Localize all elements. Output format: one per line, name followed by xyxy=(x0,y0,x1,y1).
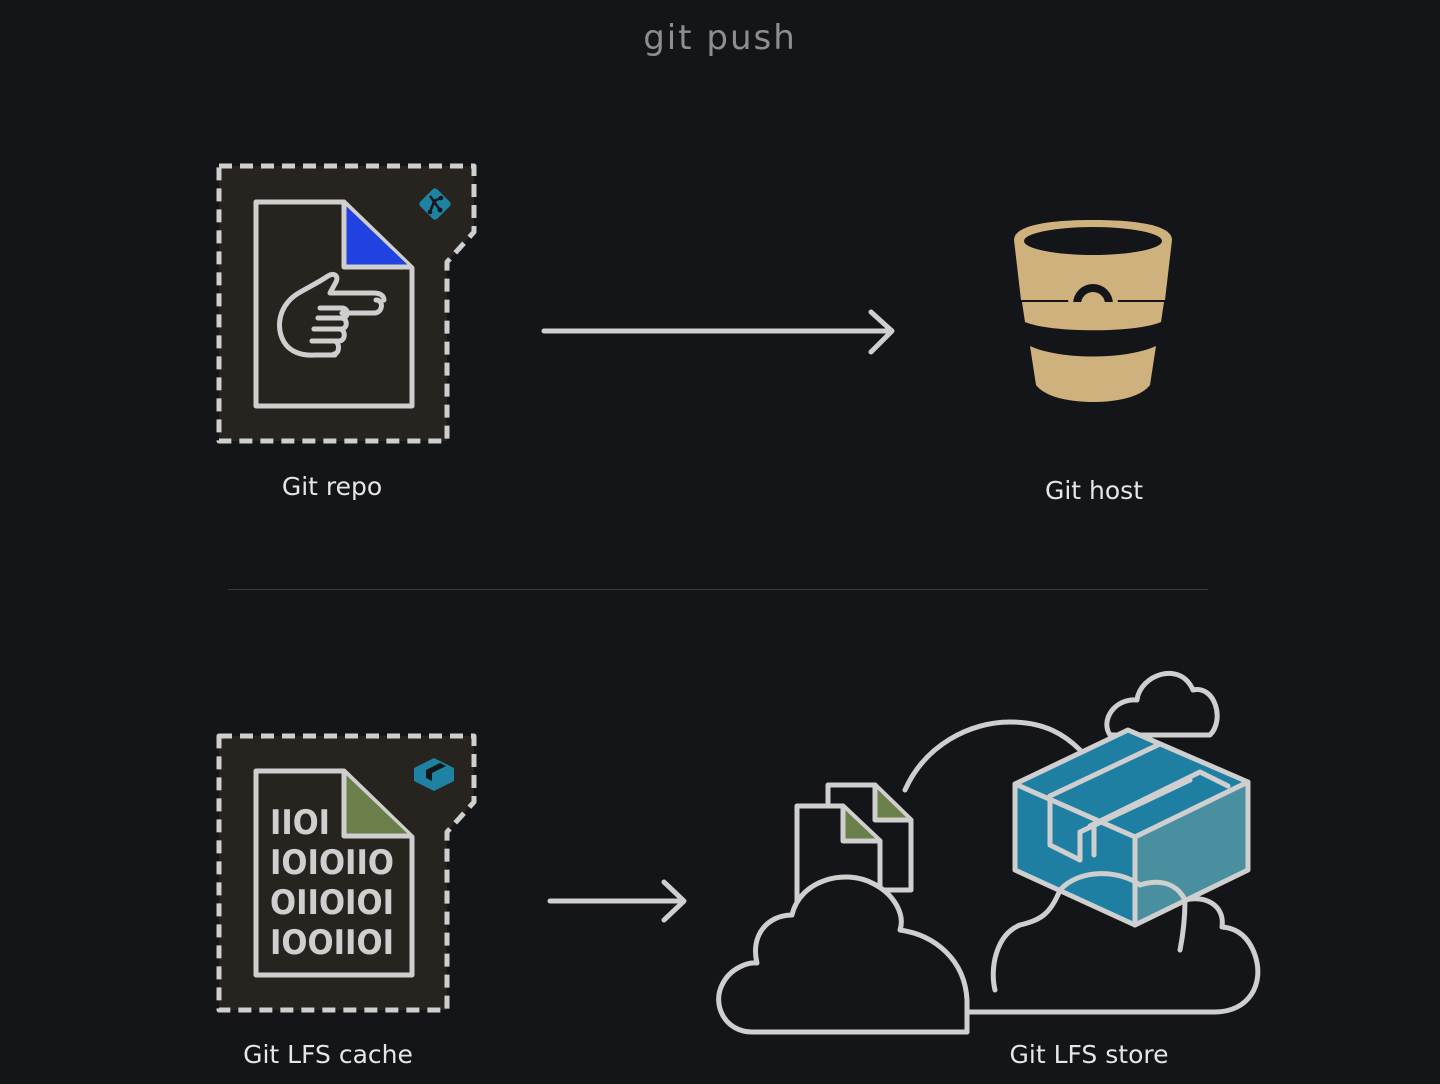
binary-line-2: IOIOIIO xyxy=(270,843,394,883)
binary-line-4: IOOIIOI xyxy=(270,923,394,963)
git-host-bucket-icon xyxy=(1014,220,1172,402)
git-lfs-store-icon xyxy=(716,670,1261,1035)
git-lfs-cache-label: Git LFS cache xyxy=(243,1040,413,1069)
git-repo-label: Git repo xyxy=(281,472,383,501)
git-logo-icon xyxy=(419,188,451,220)
push-arrow-top xyxy=(541,309,895,355)
diagram-title: git push xyxy=(643,18,797,58)
pointing-hand-icon xyxy=(277,271,387,358)
git-host-label: Git host xyxy=(1044,476,1144,505)
git-lfs-store-label: Git LFS store xyxy=(1009,1040,1169,1069)
git-lfs-cache-icon xyxy=(216,733,477,1013)
section-divider xyxy=(228,589,1208,590)
binary-line-1: IIOI xyxy=(270,803,330,843)
git-corner-fold xyxy=(344,204,410,267)
small-cloud-icon xyxy=(1104,670,1220,738)
push-arrow-bottom xyxy=(547,879,687,923)
git-repo-icon xyxy=(216,163,477,444)
lfs-badge-icon xyxy=(414,758,454,791)
big-cloud-icon xyxy=(902,719,1083,793)
documents-icon xyxy=(794,782,914,913)
lfs-corner-fold xyxy=(344,773,410,836)
lfs-box-icon xyxy=(1012,727,1251,928)
binary-line-3: OIIOIOI xyxy=(270,883,394,923)
binary-text: IIOI IOIOIIO OIIOIOI IOOIIOI xyxy=(270,803,394,963)
right-cloud-icon xyxy=(964,871,1261,1015)
left-cloud-icon xyxy=(716,874,970,1035)
